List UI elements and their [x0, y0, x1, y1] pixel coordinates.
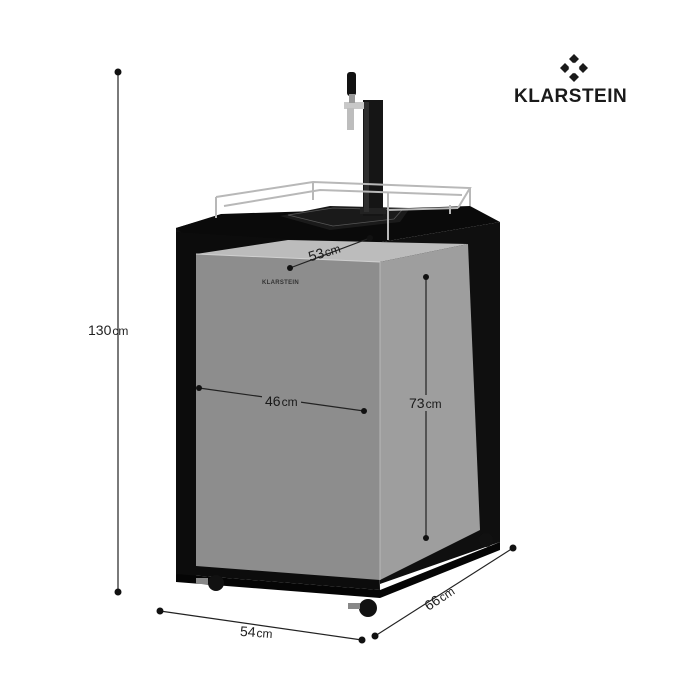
- wheels: [196, 533, 493, 617]
- dimension-line-height-total: [114, 68, 122, 596]
- klarstein-logo-icon: [560, 54, 588, 82]
- unit: cm: [112, 324, 129, 338]
- label-height-total: 130cm: [88, 322, 128, 338]
- value: 54: [239, 622, 257, 640]
- dimension-line-depth-inner: [287, 235, 373, 271]
- label-width-inner: 46cm: [262, 393, 301, 409]
- dimension-line-depth-outer: [371, 544, 517, 640]
- value: 46: [265, 393, 281, 409]
- unit: cm: [281, 395, 298, 409]
- value: 73: [409, 395, 425, 411]
- front-panel-brand: KLARSTEIN: [262, 280, 300, 286]
- dimension-line-width-outer: [156, 607, 366, 644]
- unit: cm: [425, 397, 442, 411]
- inner-volume: [195, 240, 480, 580]
- value: 130: [88, 322, 112, 338]
- unit: cm: [256, 626, 273, 642]
- brand-name: KLARSTEIN: [514, 86, 628, 107]
- label-width-outer: 54cm: [239, 623, 273, 641]
- tap-tower: [344, 72, 386, 216]
- guard-rail: [215, 180, 472, 240]
- label-height-inner: 73cm: [407, 395, 444, 411]
